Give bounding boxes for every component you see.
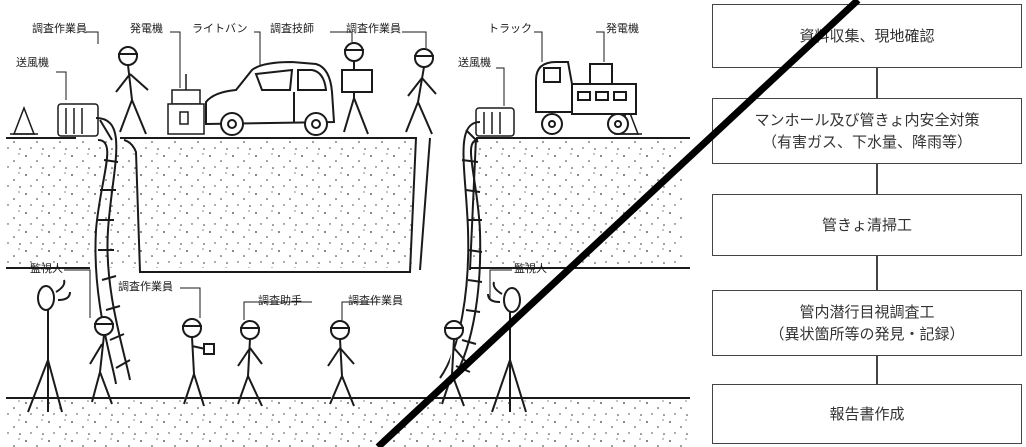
- flow-step-3-text: 管きょ清掃工: [821, 216, 912, 234]
- label-assistant: 調査助手: [258, 294, 302, 307]
- label-monitor-left: 監視人: [30, 262, 63, 275]
- label-light-van: ライトバン: [192, 22, 248, 35]
- label-truck: トラック: [488, 22, 532, 35]
- flow-step-2-subtext: （有害ガス、下水量、降雨等）: [761, 133, 972, 151]
- flow-connector-3: [876, 256, 878, 290]
- flow-connector-2: [876, 164, 878, 194]
- pipe-worker-1-icon: [182, 318, 215, 407]
- light-van-icon: [205, 60, 336, 136]
- label-inspector-top-right: 調査作業員: [346, 22, 401, 35]
- label-inspector-top-left: 調査作業員: [32, 22, 87, 35]
- flow-step-3: 管きょ清掃工: [712, 194, 1022, 256]
- flow-step-4-text: 管内潜行目視調査工: [799, 303, 935, 321]
- label-engineer: 調査技師: [270, 22, 314, 35]
- pipe-monitor-right-icon: [441, 320, 469, 407]
- pipe-worker-2-icon: [327, 320, 355, 407]
- label-inspector-pipe-1: 調査作業員: [118, 280, 173, 293]
- label-monitor-right: 監視人: [514, 262, 547, 275]
- label-generator-left: 発電機: [130, 22, 163, 35]
- duct-left-icon: [94, 117, 131, 385]
- truck-icon: [535, 61, 637, 135]
- generator-left-icon: [167, 74, 205, 135]
- flow-connector-4: [876, 356, 878, 384]
- surface-worker-2-icon: [405, 48, 437, 135]
- blower-right-icon: [475, 107, 515, 137]
- flow-step-4: 管内潜行目視調査工 （異状箇所等の発見・記録）: [712, 290, 1022, 356]
- lamp-tripod-left-icon: [27, 279, 71, 413]
- surface-engineer-icon: [341, 42, 373, 135]
- flow-step-1-text: 資料収集、現地確認: [799, 27, 935, 45]
- pipe-monitor-left-icon: [89, 316, 114, 405]
- lamp-tripod-right-icon: [487, 281, 527, 413]
- traffic-cone-left-icon: [10, 105, 38, 135]
- label-blower-right: 送風機: [458, 56, 491, 69]
- label-generator-right: 発電機: [606, 22, 639, 35]
- label-blower-left: 送風機: [16, 56, 49, 69]
- flow-step-5-text: 報告書作成: [829, 405, 905, 423]
- flow-step-2: マンホール及び管きょ内安全対策 （有害ガス、下水量、降雨等）: [712, 98, 1022, 164]
- pipe-assistant-icon: [237, 320, 263, 407]
- flow-step-5: 報告書作成: [712, 384, 1022, 444]
- flow-connector-1: [876, 68, 878, 98]
- flow-step-1: 資料収集、現地確認: [712, 4, 1022, 68]
- label-inspector-pipe-2: 調査作業員: [348, 294, 403, 307]
- blower-left-icon: [57, 103, 99, 137]
- flow-step-4-subtext: （異状箇所等の発見・記録）: [769, 325, 965, 343]
- surface-worker-1-icon: [115, 46, 149, 135]
- flow-step-2-text: マンホール及び管きょ内安全対策: [754, 111, 980, 129]
